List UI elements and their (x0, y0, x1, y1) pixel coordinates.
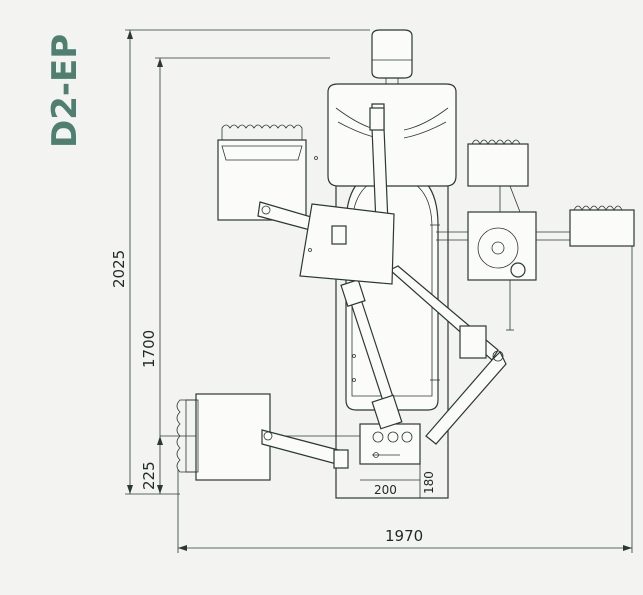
dimension-overall-width: 1970 (177, 245, 633, 553)
base-box (359, 423, 421, 465)
model-name: D2-EP (45, 34, 85, 148)
instrument-tray-lower (176, 393, 349, 481)
dimension-base-depth: 180 (419, 462, 436, 498)
dimension-base-width: 200 (360, 479, 420, 497)
overall-width-label: 1970 (385, 527, 423, 545)
water-unit (436, 139, 635, 331)
dimension-backrest-height: 1700 (140, 57, 330, 494)
backrest-height-label: 1700 (140, 330, 158, 368)
instrument-arm (388, 265, 507, 445)
backrest (327, 83, 457, 187)
overall-height-label: 2025 (110, 250, 128, 288)
base-depth-label: 180 (422, 471, 436, 494)
hose-arm (340, 279, 403, 430)
base-width-label: 200 (374, 483, 397, 497)
dimension-overall-height: 2025 (110, 29, 370, 495)
headrest (371, 29, 413, 79)
seat-height-label: 225 (140, 461, 158, 490)
model-title: D2-EP (45, 34, 85, 148)
instrument-tray-upper (217, 124, 395, 285)
